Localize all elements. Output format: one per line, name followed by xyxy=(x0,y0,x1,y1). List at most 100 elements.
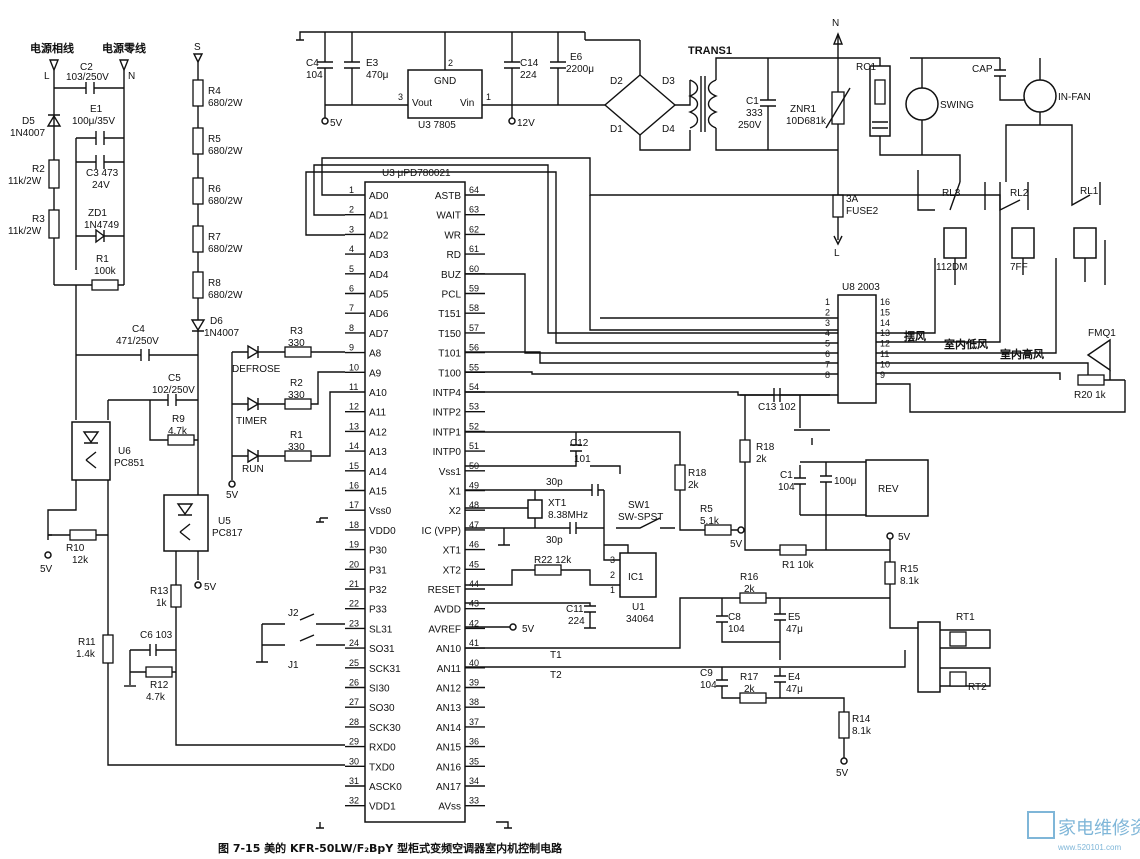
rxd-wire xyxy=(175,607,345,746)
jumper-j2 xyxy=(262,613,345,625)
mcu-left-pin-name: AD6 xyxy=(369,309,389,320)
transformer-secondary xyxy=(688,79,699,129)
transformer-core xyxy=(700,76,706,132)
mcu-right-pin-number: 46 xyxy=(469,540,479,550)
indoor-fan-motor xyxy=(1023,79,1057,113)
r18a-name: R18 xyxy=(756,442,775,453)
mcu-left-pin-number: 18 xyxy=(349,520,359,530)
sensor-section: R15 8.1k R16 2k C8 104 E5 47μ T1 C9 104 … xyxy=(465,560,991,779)
mcu-left-pin-number: 24 xyxy=(349,638,359,648)
mcu-left-pin-number: 1 xyxy=(349,185,354,195)
mcu-left-pin-number: 14 xyxy=(349,441,359,451)
capacitor-c14 xyxy=(504,32,520,118)
mcu-right-pin-name: ASTB xyxy=(435,191,461,202)
mcu-left-pin-name: A12 xyxy=(369,427,387,438)
resistor-led-r1 xyxy=(284,450,312,462)
u8-right-pin-number: 16 xyxy=(880,297,890,307)
r9-value: 4.7k xyxy=(168,426,188,437)
mcu-left-pin-number: 11 xyxy=(349,382,358,392)
buzzer-section: FMQ1 R20 1k xyxy=(1074,328,1125,401)
figure-caption: 图 7-15 美的 KFR-50LW/F₂BpY 型柜式变频空调器室内机控制电路 xyxy=(218,841,563,855)
resistor-r4 xyxy=(192,79,204,107)
mcu-left-pin-name: AD1 xyxy=(369,211,389,222)
mcu-left-pin-name: P33 xyxy=(369,605,387,616)
u8-left-pin-number: 7 xyxy=(825,359,830,369)
an11-wire xyxy=(465,650,906,699)
mcu-left-pin-name: P32 xyxy=(369,585,387,596)
mcu-right-pin-number: 38 xyxy=(469,697,479,707)
xt1-name: XT1 xyxy=(548,498,567,509)
mcu-left-pin-name: A9 xyxy=(369,368,382,379)
led-run-wire xyxy=(258,391,345,457)
mcu-right-pin-name: XT2 xyxy=(443,565,462,576)
c30b-label: 30p xyxy=(546,535,563,546)
u8-label-low: 室内低风 xyxy=(944,337,988,351)
mcu-right-pin-number: 57 xyxy=(469,323,479,333)
txd-wire xyxy=(107,663,345,766)
c1b-value: 104 xyxy=(778,482,795,493)
bus-buz xyxy=(465,273,838,354)
r14-5v-label: 5V xyxy=(836,768,849,779)
mcu-left-pin-number: 4 xyxy=(349,244,354,254)
mcu-left-pin-name: AD2 xyxy=(369,230,389,241)
capacitor-c6 xyxy=(130,644,176,656)
led-r2-value: 330 xyxy=(288,390,305,401)
supply-ground-rail xyxy=(296,31,585,41)
sw1-5v-terminal xyxy=(737,526,745,534)
mcu-right-pin-name: AVDD xyxy=(434,605,461,616)
rc1-capacitor xyxy=(872,121,888,129)
resistor-r12 xyxy=(145,666,173,678)
r10-name: R10 xyxy=(66,543,85,554)
c8-value: 104 xyxy=(728,624,745,635)
resistor-r3 xyxy=(48,209,60,239)
mcu-right-pin-number: 54 xyxy=(469,382,479,392)
buzzer-fmq1 xyxy=(1086,338,1111,372)
e3-name: E3 xyxy=(366,58,379,69)
r17-name: R17 xyxy=(740,672,759,683)
mcu-right-pin-number: 52 xyxy=(469,421,479,431)
c4-value: 471/250V xyxy=(116,336,159,347)
ic1-pin1: 1 xyxy=(610,585,615,595)
r22-label: R22 12k xyxy=(534,555,572,566)
c1-top-voltage: 250V xyxy=(738,120,762,131)
resistor-r11 xyxy=(102,634,114,664)
capacitor-c11 xyxy=(465,602,596,629)
mcu-left-pin-name: VDD0 xyxy=(369,526,396,537)
mcu-left-pin-name: A14 xyxy=(369,467,387,478)
receiver-5v-label: 5V xyxy=(898,532,911,543)
led-defrose-label: DEFROSE xyxy=(232,364,281,375)
u5-5v-label: 5V xyxy=(204,582,217,593)
relay-coil-wires xyxy=(954,240,1106,285)
cap-capacitor xyxy=(994,58,1024,101)
mcu-right-pin-name: T151 xyxy=(438,309,461,320)
e3-value: 470μ xyxy=(366,70,389,81)
r6-name: R6 xyxy=(208,184,221,195)
capacitor-c12 xyxy=(465,432,582,467)
reset-wire xyxy=(465,569,620,586)
led-r3-name: R3 xyxy=(290,326,303,337)
r1b-label: R1 10k xyxy=(782,560,815,571)
reset-ic1 xyxy=(619,552,657,598)
e6-name: E6 xyxy=(570,52,583,63)
mcu-right-pin-number: 49 xyxy=(469,481,479,491)
r17-value: 2k xyxy=(744,684,756,695)
indicator-led-section: R3 330 DEFROSE R2 330 TIMER R1 330 RUN 5… xyxy=(226,326,345,501)
u8-right-pin-number: 10 xyxy=(880,359,890,369)
mcu-right-pin-number: 62 xyxy=(469,224,479,234)
swing-wire xyxy=(879,58,961,182)
capacitor-c4-top xyxy=(317,32,333,105)
znr1-name: ZNR1 xyxy=(790,104,817,115)
mcu-right-pin-name: AVss xyxy=(438,802,461,813)
mcu-right-pin-number: 33 xyxy=(469,796,479,806)
neutral-line-label: 电源零线 xyxy=(102,41,146,55)
fuse-fuse2 xyxy=(832,194,844,218)
avref-5v-terminal xyxy=(509,623,517,631)
u6-5v-label: 5V xyxy=(40,564,53,575)
resistor-led-r2 xyxy=(284,398,312,410)
mcu-left-pin-number: 9 xyxy=(349,343,354,353)
c12-name: C12 xyxy=(570,438,589,449)
capacitor-e3 xyxy=(344,32,360,105)
mcu-left-pin-number: 10 xyxy=(349,362,359,372)
c4-top-name: C4 xyxy=(306,58,319,69)
j2-label: J2 xyxy=(288,608,299,619)
